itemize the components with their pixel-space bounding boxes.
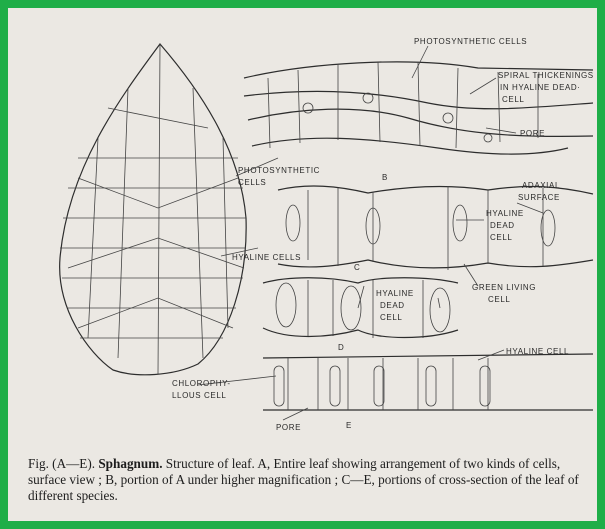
label-pore-e: PORE (276, 423, 301, 432)
label-hyaline-d-2: DEAD (380, 301, 405, 310)
label-e: E (346, 421, 352, 430)
label-spiral-1: SPIRAL THICKENINGS (498, 71, 594, 80)
label-photosynthetic-left-1: PHOTOSYNTHETIC (238, 166, 320, 175)
caption-title: Sphagnum. (98, 456, 162, 471)
figure-d-cross-section (263, 278, 458, 338)
label-d: D (338, 343, 344, 352)
label-b: B (382, 173, 388, 182)
label-hyaline-d-1: HYALINE (376, 289, 414, 298)
label-hyaline-cells: HYALINE CELLS (232, 253, 301, 262)
label-spiral-2: IN HYALINE DEAD· (500, 83, 581, 92)
label-spiral-3: CELL (502, 95, 524, 104)
label-photosynthetic-left-2: CELLS (238, 178, 266, 187)
label-hyaline-cell-e: HYALINE CELL (506, 347, 569, 356)
label-pore-b: PORE (520, 129, 545, 138)
document-page: PHOTOSYNTHETIC CELLS SPIRAL THICKENINGS … (8, 8, 597, 521)
caption-prefix: Fig. (A—E). (28, 456, 98, 471)
label-hyaline-c-2: DEAD (490, 221, 515, 230)
label-chlorophyllous-2: LLOUS CELL (172, 391, 226, 400)
label-c: C (354, 263, 360, 272)
figure-a-entire-leaf (60, 44, 246, 375)
label-adaxial-1: ADAXIAL (522, 181, 560, 190)
sphagnum-leaf-figure: PHOTOSYNTHETIC CELLS SPIRAL THICKENINGS … (8, 8, 597, 521)
label-green-living-2: CELL (488, 295, 510, 304)
label-adaxial-2: SURFACE (518, 193, 560, 202)
label-hyaline-d-3: CELL (380, 313, 402, 322)
label-green-living-1: GREEN LIVING (472, 283, 536, 292)
label-photosynthetic-cells-top: PHOTOSYNTHETIC CELLS (414, 37, 527, 46)
label-hyaline-c-3: CELL (490, 233, 512, 242)
label-hyaline-c-1: HYALINE (486, 209, 524, 218)
label-chlorophyllous-1: CHLOROPHY- (172, 379, 231, 388)
figure-e-cross-section (263, 354, 593, 410)
figure-caption: Fig. (A—E). Sphagnum. Structure of leaf.… (28, 456, 596, 504)
